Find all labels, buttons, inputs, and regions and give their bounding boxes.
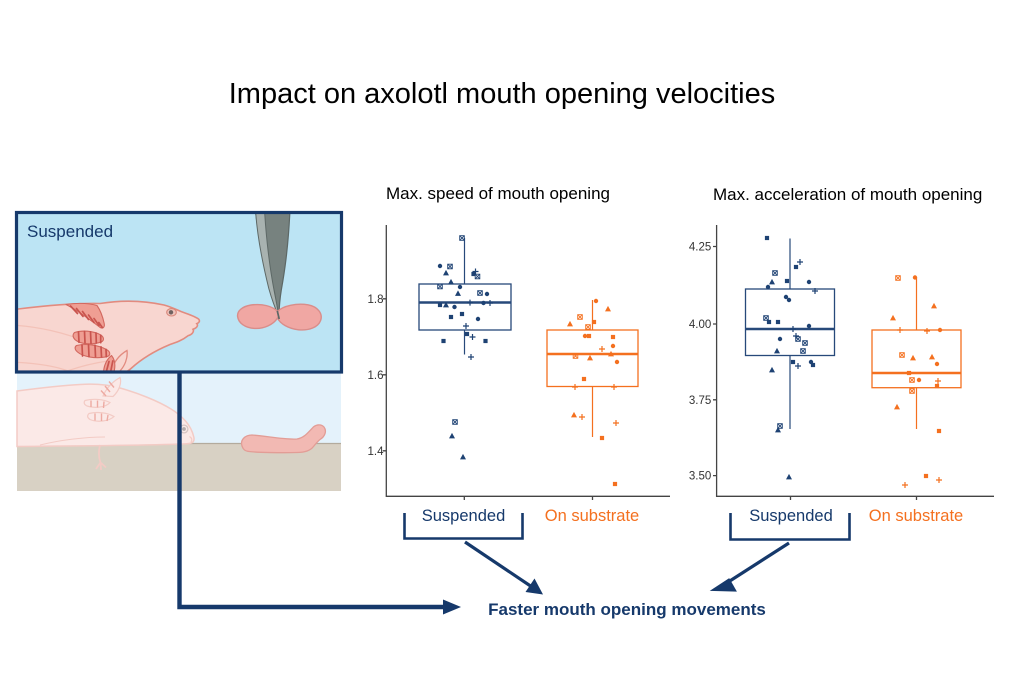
svg-text:1.8: 1.8 xyxy=(368,294,384,306)
svg-text:1.4: 1.4 xyxy=(368,446,385,458)
svg-text:1.6: 1.6 xyxy=(368,370,384,382)
svg-text:4.00: 4.00 xyxy=(689,319,711,331)
svg-text:Max. speed of mouth opening: Max. speed of mouth opening xyxy=(386,184,610,203)
svg-text:On substrate: On substrate xyxy=(545,507,639,525)
svg-text:On substrate: On substrate xyxy=(869,507,963,525)
svg-text:Faster mouth opening movements: Faster mouth opening movements xyxy=(488,600,766,619)
svg-text:Suspended: Suspended xyxy=(422,507,506,525)
svg-text:Suspended: Suspended xyxy=(749,507,833,525)
svg-text:4.25: 4.25 xyxy=(689,242,711,254)
svg-text:Suspended: Suspended xyxy=(27,222,113,241)
svg-text:Max. acceleration of mouth ope: Max. acceleration of mouth opening xyxy=(713,185,982,204)
svg-text:Impact on axolotl mouth openin: Impact on axolotl mouth opening velociti… xyxy=(229,78,775,110)
svg-text:3.50: 3.50 xyxy=(689,471,711,483)
svg-text:3.75: 3.75 xyxy=(689,395,711,407)
